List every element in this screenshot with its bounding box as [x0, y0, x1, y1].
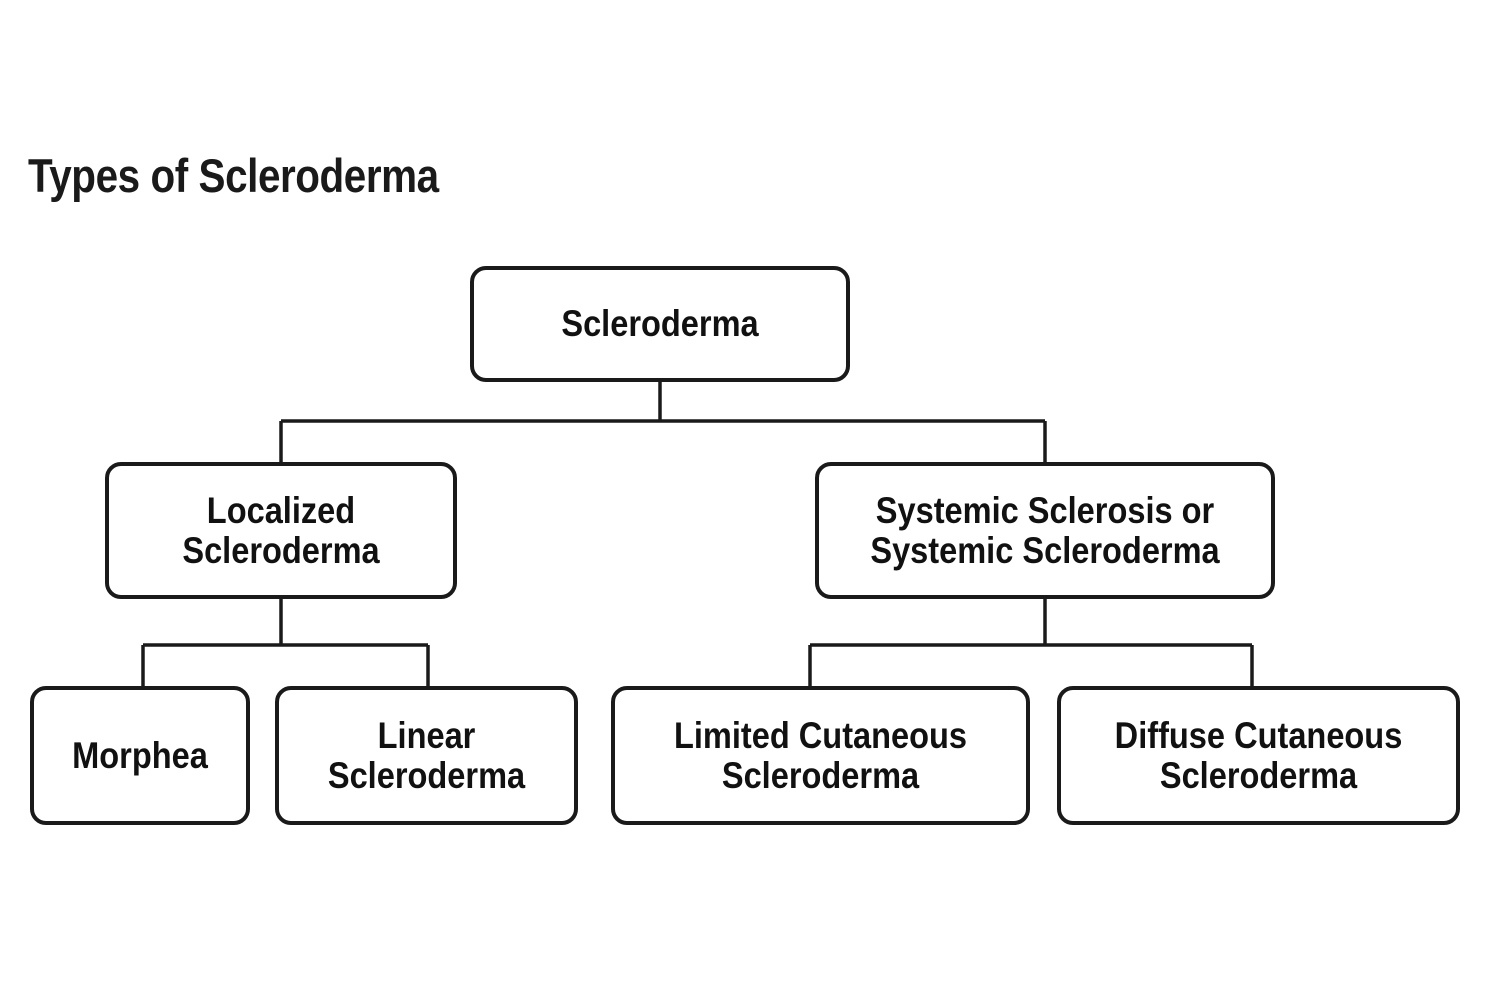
node-label: Linear Scleroderma	[327, 714, 526, 796]
node-label: Systemic Sclerosis or Systemic Scleroder…	[870, 489, 1220, 571]
node-label: Diffuse Cutaneous Scleroderma	[1114, 714, 1403, 796]
node-systemic-sclerosis[interactable]: Systemic Sclerosis or Systemic Scleroder…	[815, 462, 1275, 599]
node-scleroderma[interactable]: Scleroderma	[470, 266, 850, 382]
node-linear-scleroderma[interactable]: Linear Scleroderma	[275, 686, 578, 825]
node-morphea[interactable]: Morphea	[30, 686, 250, 825]
node-diffuse-cutaneous-scleroderma[interactable]: Diffuse Cutaneous Scleroderma	[1057, 686, 1460, 825]
node-label: Morphea	[72, 734, 208, 776]
node-limited-cutaneous-scleroderma[interactable]: Limited Cutaneous Scleroderma	[611, 686, 1030, 825]
node-localized-scleroderma[interactable]: Localized Scleroderma	[105, 462, 457, 599]
node-label: Localized Scleroderma	[182, 489, 380, 571]
node-label: Limited Cutaneous Scleroderma	[673, 714, 968, 796]
page-title: Types of Scleroderma	[28, 149, 439, 202]
node-label: Scleroderma	[561, 303, 759, 345]
